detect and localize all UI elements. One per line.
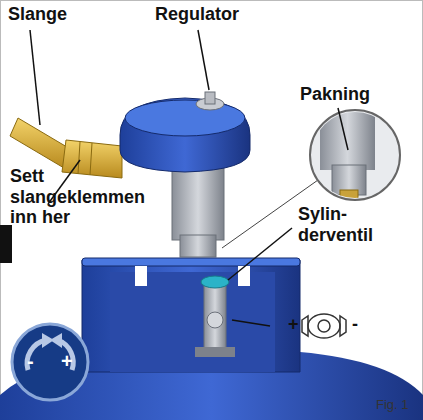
part-label: Slange bbox=[8, 4, 67, 25]
part-label: Sylin- derventil bbox=[298, 204, 394, 245]
rotation-icon bbox=[12, 324, 88, 400]
leader-lines bbox=[30, 30, 348, 326]
figure-number: Fig. 1 bbox=[376, 398, 409, 413]
valve-symbol bbox=[302, 314, 346, 338]
regulator bbox=[120, 92, 250, 257]
direction-sign: - bbox=[27, 350, 34, 373]
direction-sign: + bbox=[288, 314, 299, 335]
part-label: Pakning bbox=[300, 84, 370, 105]
part-label: Regulator bbox=[155, 4, 239, 25]
side-tab bbox=[0, 225, 12, 263]
direction-sign: - bbox=[352, 314, 358, 335]
direction-sign: + bbox=[61, 350, 73, 373]
instruction-label: Sett slangeklemmen inn her bbox=[10, 166, 160, 228]
gas-cylinder bbox=[0, 258, 423, 420]
seal-detail bbox=[222, 100, 400, 248]
